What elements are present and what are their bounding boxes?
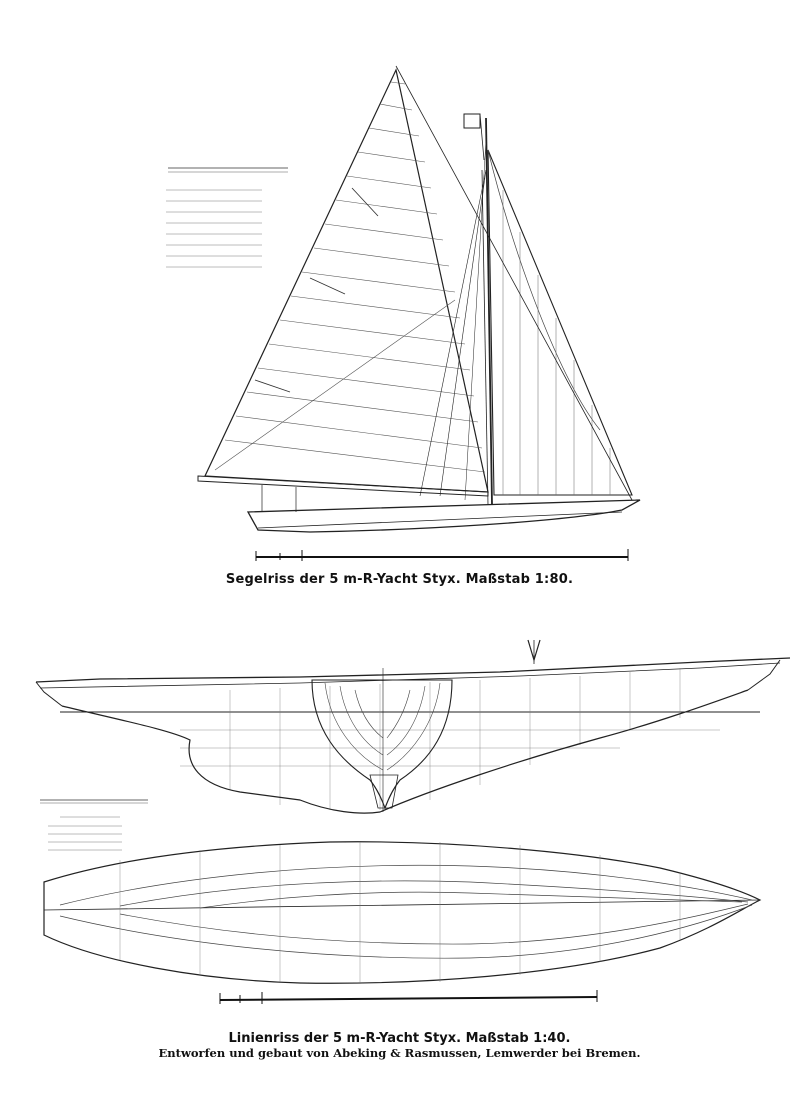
scale-bar-lines-plan bbox=[219, 990, 598, 1004]
half-breadth-waterlines bbox=[59, 864, 753, 959]
burgee-flag bbox=[463, 113, 481, 129]
flag-pole bbox=[479, 113, 485, 161]
shroud-1 bbox=[419, 169, 487, 497]
sail-plan-drawing bbox=[197, 65, 641, 533]
builder-credit: Entworfen und gebaut von Abeking & Rasmu… bbox=[158, 1046, 641, 1060]
waterline bbox=[257, 511, 623, 529]
hull-profile bbox=[246, 499, 641, 533]
half-breadth-outline bbox=[43, 841, 762, 984]
scale-bar-sail-plan bbox=[255, 549, 629, 561]
sheer-line bbox=[35, 657, 791, 683]
body-plan-outline bbox=[311, 679, 453, 810]
bow-overhang bbox=[747, 659, 781, 691]
shroud-3 bbox=[464, 139, 487, 501]
lines-plan-table bbox=[40, 799, 148, 851]
boom bbox=[197, 475, 489, 497]
mainsail-seams bbox=[224, 81, 486, 473]
headsail-panels bbox=[502, 190, 611, 495]
stern-profile bbox=[35, 681, 63, 707]
lines-plan-drawing bbox=[35, 639, 791, 984]
deck-line bbox=[39, 662, 781, 689]
mast bbox=[485, 117, 493, 506]
ballast-keel bbox=[369, 774, 399, 809]
body-plan-sections bbox=[324, 682, 441, 771]
lines-plan-caption: Linienriss der 5 m-R-Yacht Styx. Maßstab… bbox=[228, 1031, 571, 1046]
headsail-leech bbox=[487, 149, 601, 431]
half-breadth-centerline bbox=[43, 899, 761, 911]
forestay bbox=[395, 65, 633, 501]
mainsail-battens bbox=[254, 187, 379, 393]
headsail-outline bbox=[487, 149, 633, 496]
station-lines bbox=[229, 668, 681, 810]
shroud-2 bbox=[439, 169, 487, 497]
mainsail-outline bbox=[204, 68, 489, 493]
waterline-grid bbox=[180, 729, 720, 767]
mainsail-diagonal bbox=[214, 299, 456, 471]
sail-plan-table bbox=[166, 167, 288, 268]
half-breadth-stations bbox=[119, 842, 681, 984]
sail-plan-caption: Segelriss der 5 m-R-Yacht Styx. Maßstab … bbox=[225, 572, 574, 587]
keel-profile bbox=[61, 689, 749, 814]
